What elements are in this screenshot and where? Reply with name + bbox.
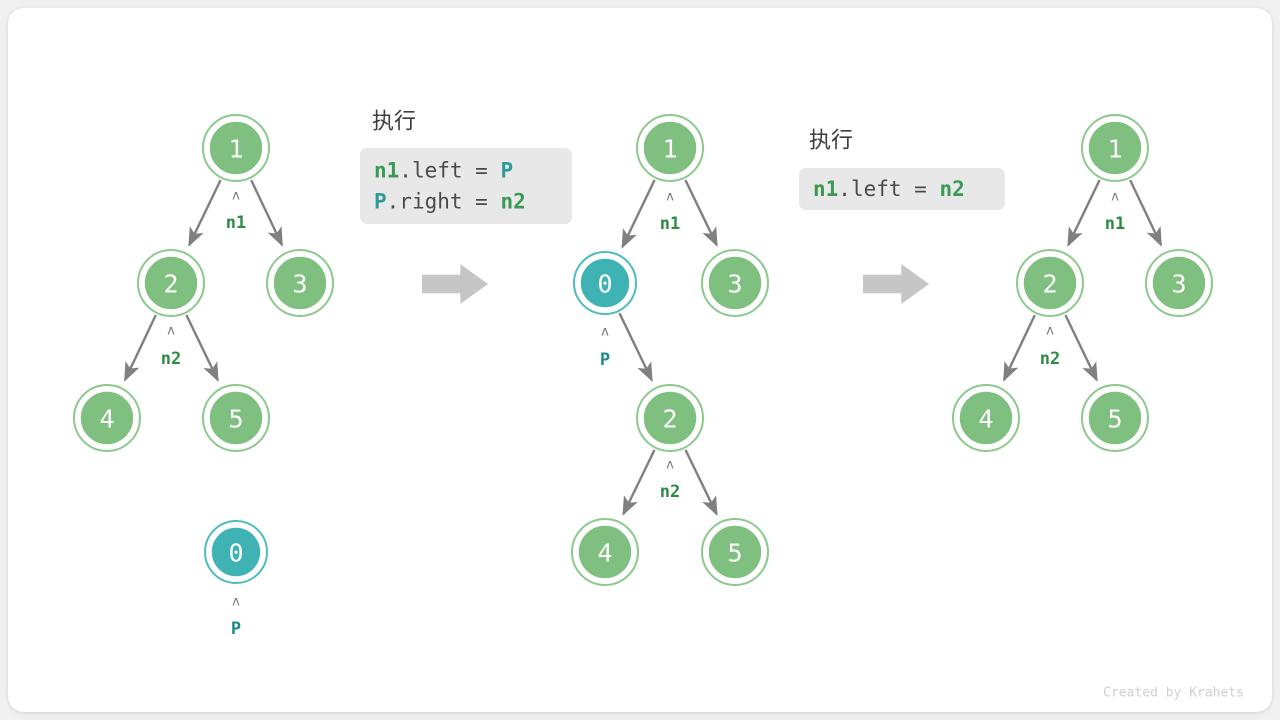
tree-edge	[250, 179, 284, 247]
tree-node-circle	[578, 256, 632, 310]
pointer-caret-icon: ʌ	[1111, 190, 1119, 205]
tree-edge	[1067, 179, 1101, 247]
tree-node-circle	[1021, 254, 1079, 312]
tree-node-value: 4	[978, 405, 993, 434]
tree-node-value: 4	[99, 405, 114, 434]
flow-arrow-icon	[422, 264, 488, 304]
exec-heading: 执行	[372, 109, 416, 134]
pointer-caret-icon: ʌ	[601, 325, 609, 340]
tree-node-value: 1	[228, 135, 243, 164]
tree-edge	[621, 179, 656, 249]
tree-node: 5	[202, 384, 270, 452]
pointer-caret-icon: ʌ	[232, 189, 240, 204]
tree-node-value: 1	[1107, 135, 1122, 164]
pointer-caret-icon: ʌ	[1046, 324, 1054, 339]
tree-node: 2	[1016, 249, 1084, 317]
tree-node-circle	[142, 254, 200, 312]
tree-node-circle	[1150, 254, 1208, 312]
tree-node-circle	[209, 525, 263, 579]
tree-node: 4	[952, 384, 1020, 452]
tree-edges-layer	[123, 179, 1163, 516]
tree-node-circle	[641, 389, 699, 447]
tree-node-value: 0	[228, 539, 243, 568]
tree-node-value: 4	[597, 539, 612, 568]
tree-node-value: 2	[662, 405, 677, 434]
pointer-label: n1	[660, 214, 680, 234]
tree-node-circle	[1086, 119, 1144, 177]
tree-node-circle	[78, 389, 136, 447]
tree-node-circle	[207, 119, 265, 177]
tree-edge	[1129, 179, 1163, 247]
tree-edge	[1002, 314, 1036, 382]
tree-node: 0	[573, 251, 637, 315]
tree-node: 3	[701, 249, 769, 317]
tree-node-circle	[641, 119, 699, 177]
code-line: n1.left = n2	[813, 177, 965, 201]
tree-node: 5	[701, 518, 769, 586]
pointer-caret-icon: ʌ	[666, 458, 674, 473]
tree-node: 1	[1081, 114, 1149, 182]
pointer-label: P	[600, 350, 610, 370]
flow-arrow-icon	[863, 264, 929, 304]
code-blocks-layer: 执行 n1.left = P P.right = n2 执行 n1.left = n2	[360, 109, 1005, 224]
pointer-label: n2	[1040, 349, 1060, 369]
tree-node-circle	[706, 523, 764, 581]
tree-node-value: 5	[228, 405, 243, 434]
tree-edge	[622, 449, 656, 516]
tree-node-value: 2	[163, 270, 178, 299]
code-block	[799, 168, 1005, 210]
pointer-label: n1	[1105, 214, 1125, 234]
tree-node: 3	[266, 249, 334, 317]
pointer-caret-icon: ʌ	[167, 324, 175, 339]
tree-node: 2	[137, 249, 205, 317]
flow-arrows-layer	[422, 264, 929, 304]
code-block	[360, 148, 572, 224]
tree-node-value: 2	[1042, 270, 1057, 299]
tree-node: 2	[636, 384, 704, 452]
tree-node-circle	[576, 523, 634, 581]
tree-node-value: 1	[662, 135, 677, 164]
tree-node: 1	[636, 114, 704, 182]
pointer-label: P	[231, 619, 241, 639]
tree-node-circle	[957, 389, 1015, 447]
tree-edge	[123, 314, 157, 382]
tree-node: 3	[1145, 249, 1213, 317]
exec-heading: 执行	[809, 128, 853, 153]
tree-edge	[684, 179, 718, 247]
tree-edge	[188, 179, 222, 247]
tree-node-value: 3	[292, 270, 307, 299]
tree-node-value: 3	[727, 270, 742, 299]
tree-node-value: 5	[727, 539, 742, 568]
tree-node-circle	[706, 254, 764, 312]
tree-edge	[684, 449, 718, 516]
tree-node: 0	[204, 520, 268, 584]
tree-node-value: 0	[597, 270, 612, 299]
pointer-label: n1	[226, 213, 246, 233]
tree-edge	[1064, 314, 1098, 382]
pointer-caret-icon: ʌ	[232, 595, 240, 610]
pointer-label: n2	[161, 349, 181, 369]
tree-nodes-layer: 1 2 3 4 5 0 1 0 3 2 4 5 1 2 3 4 5	[73, 114, 1213, 586]
tree-node-circle	[207, 389, 265, 447]
tree-edge	[618, 312, 653, 382]
tree-node: 5	[1081, 384, 1149, 452]
code-line: P.right = n2	[374, 190, 526, 214]
pointer-caret-icon: ʌ	[666, 190, 674, 205]
tree-edge	[185, 314, 219, 382]
tree-node: 4	[571, 518, 639, 586]
tree-node-circle	[1086, 389, 1144, 447]
tree-node-value: 5	[1107, 405, 1122, 434]
tree-node: 1	[202, 114, 270, 182]
tree-node: 4	[73, 384, 141, 452]
tree-node-circle	[271, 254, 329, 312]
code-line: n1.left = P	[374, 159, 513, 183]
tree-node-value: 3	[1171, 270, 1186, 299]
pointer-label: n2	[660, 482, 680, 502]
credit-text: Created by Krahets	[1103, 686, 1244, 701]
